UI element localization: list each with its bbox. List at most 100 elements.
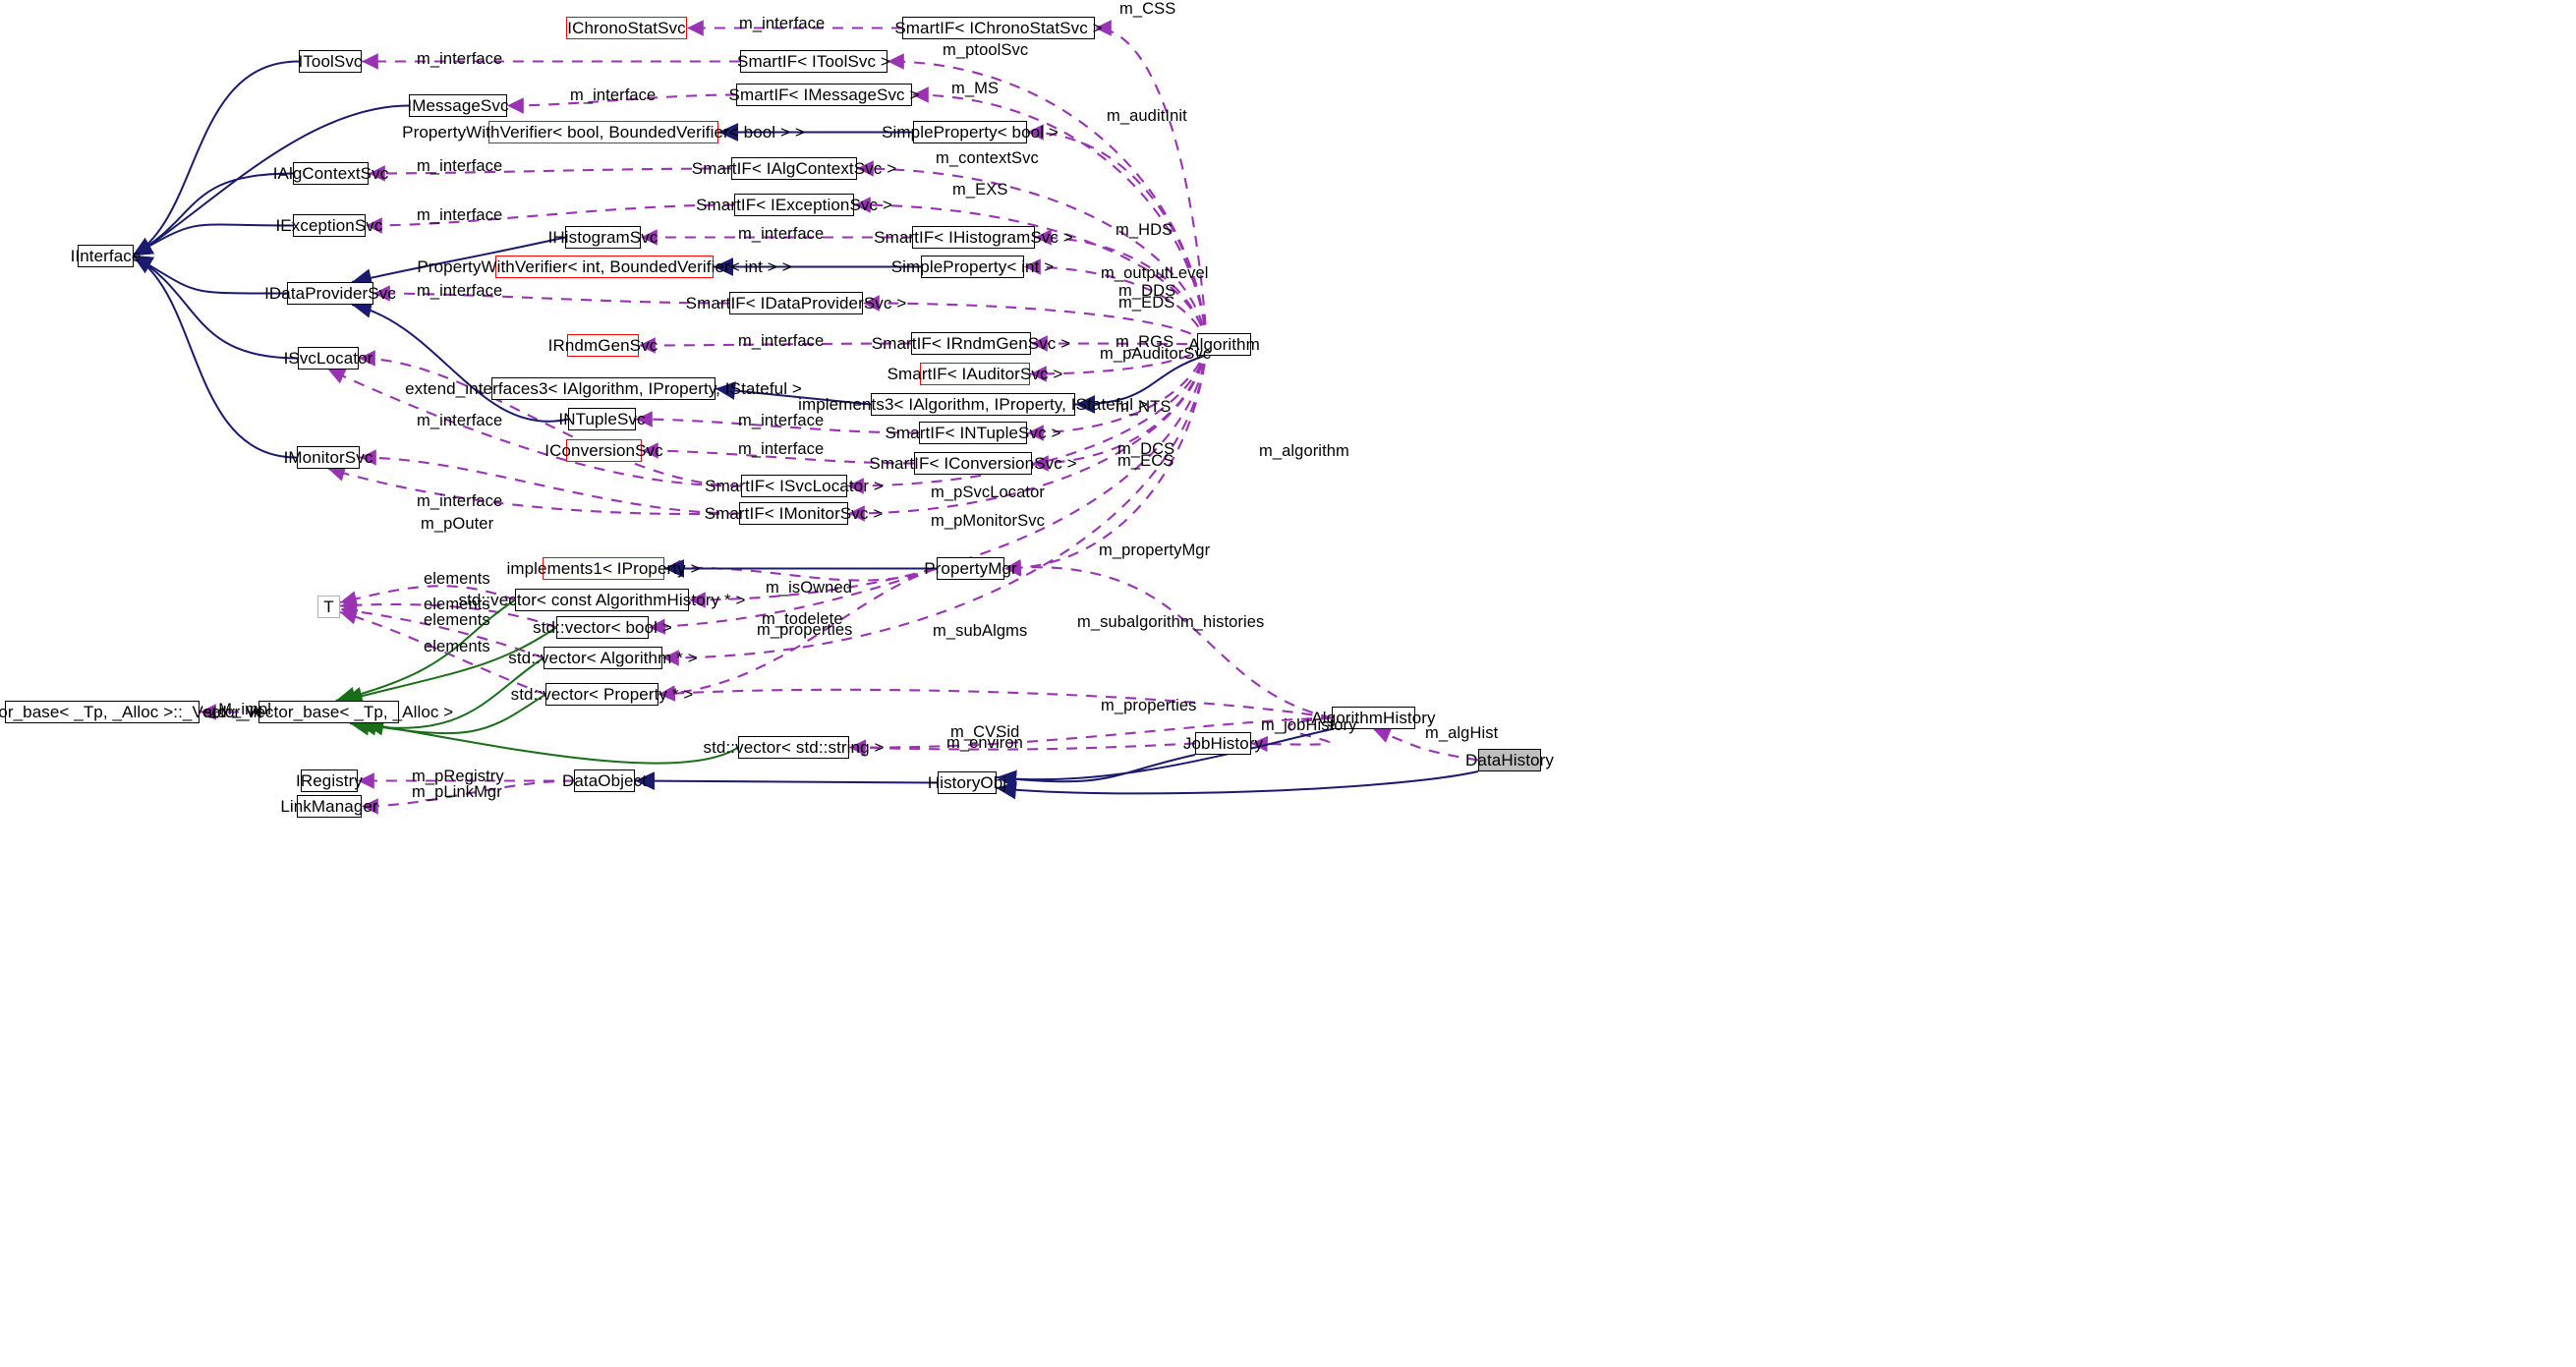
class-node-ialgcontextsvc[interactable]: IAlgContextSvc <box>272 162 389 185</box>
class-node-propertymgr[interactable]: PropertyMgr <box>924 557 1017 580</box>
class-node-propertywithverifier-bool[interactable]: PropertyWithVerifier< bool, BoundedVerif… <box>402 121 805 143</box>
edge-label-m-interface: m_interface <box>739 15 826 32</box>
edge-label-m-subalgms: m_subAlgms <box>933 622 1028 640</box>
class-node-vector-bool[interactable]: std::vector< bool > <box>533 616 672 639</box>
class-node-vector-algorithm[interactable]: std::vector< Algorithm * > <box>508 647 698 669</box>
edge-label-m-css: m_CSS <box>1119 0 1176 18</box>
class-node-smartif-irndmgensvc[interactable]: SmartIF< IRndmGenSvc > <box>871 332 1071 355</box>
class-node-smartif-idataprovidersvc[interactable]: SmartIF< IDataProviderSvc > <box>685 292 907 314</box>
edge-label-m-pauditorsvc: m_pAuditorSvc <box>1100 345 1212 363</box>
edge-label-m-ecs: m_ECS <box>1117 452 1174 470</box>
edge-label-m-exs: m_EXS <box>952 181 1008 199</box>
edge-label-m-psvclocator: m_pSvcLocator <box>931 484 1045 501</box>
class-node-imonitorsvc[interactable]: IMonitorSvc <box>283 446 373 469</box>
class-node-ichronostatsvc[interactable]: IChronoStatSvc <box>566 17 687 39</box>
edge-label-m-hds: m_HDS <box>1116 221 1174 239</box>
edge-label-m-auditinit: m_auditInit <box>1107 107 1187 125</box>
edge-label-m-properties: m_properties <box>1101 697 1197 714</box>
edge-label-m-interface: m_interface <box>417 50 503 68</box>
edge-label-m-subalgorithm-histories: m_subalgorithm_histories <box>1077 613 1265 631</box>
class-node-implements3[interactable]: implements3< IAlgorithm, IProperty, ISta… <box>798 393 1148 416</box>
edge-label-m-interface: m_interface <box>738 440 825 458</box>
class-node-jobhistory[interactable]: JobHistory <box>1182 732 1264 755</box>
class-node-iexceptionsvc[interactable]: IExceptionSvc <box>275 214 383 237</box>
edge-label-m-interface: m_interface <box>417 282 503 300</box>
class-node-vector-base-vector-impl[interactable]: std::_Vector_base< _Tp, _Alloc >::_Vecto… <box>0 701 281 723</box>
edge-label-elements: elements <box>424 570 490 588</box>
class-node-datahistory[interactable]: DataHistory <box>1465 749 1554 771</box>
edge-label-m-alghist: m_algHist <box>1425 724 1499 742</box>
class-node-simpleproperty-bool[interactable]: SimpleProperty< bool > <box>882 121 1059 143</box>
class-node-smartif-intuplesvc[interactable]: SmartIF< INTupleSvc > <box>885 422 1061 444</box>
edge-label-m-dcs: m_DCS <box>1117 440 1175 458</box>
edge-label-m-plinkmgr: m_pLinkMgr <box>412 783 502 801</box>
edge-label-m-cvsid: m_CVSid <box>950 723 1020 741</box>
edge-label-m-rgs: m_RGS <box>1116 333 1174 351</box>
edge-label-m-interface: m_interface <box>417 206 503 224</box>
edge-label-m-environ: m_environ <box>946 734 1023 752</box>
class-node-linkmanager[interactable]: LinkManager <box>280 795 378 818</box>
edge-label-m-pmonitorsvc: m_pMonitorSvc <box>931 512 1045 530</box>
edge-label-m-isowned: m_isOwned <box>766 579 853 597</box>
edge-label-m-propertymgr: m_propertyMgr <box>1099 541 1211 559</box>
class-node-vector-string[interactable]: std::vector< std::string > <box>703 736 885 759</box>
class-node-intuplesvc[interactable]: INTupleSvc <box>558 408 646 430</box>
class-node-dataobject[interactable]: DataObject <box>561 769 648 792</box>
class-node-smartif-itoolsvc[interactable]: SmartIF< IToolSvc > <box>737 50 890 73</box>
class-node-simpleproperty-int[interactable]: SimpleProperty< int > <box>890 256 1055 278</box>
class-node-smartif-iauditorsvc[interactable]: SmartIF< IAuditorSvc > <box>887 363 1063 385</box>
edge-label-m-interface: m_interface <box>738 332 825 350</box>
edge-label-m-interface: m_interface <box>417 492 503 510</box>
edge-label-m-interface: m_interface <box>417 412 503 429</box>
class-node-vector-base[interactable]: std::_Vector_base< _Tp, _Alloc > <box>203 701 454 723</box>
class-node-smartif-iconversionsvc[interactable]: SmartIF< IConversionSvc > <box>869 452 1077 475</box>
class-node-implements1-iproperty[interactable]: implements1< IProperty > <box>506 557 701 580</box>
edge-label-m-pregistry: m_pRegistry <box>412 768 504 785</box>
class-node-isvclocator[interactable]: ISvcLocator <box>283 347 373 370</box>
edge-label-m-contextsvc: m_contextSvc <box>936 149 1039 167</box>
edge-label-elements: elements <box>424 638 490 655</box>
edge-label-m-interface: m_interface <box>738 412 825 429</box>
class-node-vector-const-algorithmhistory[interactable]: std::vector< const AlgorithmHistory * > <box>458 589 746 611</box>
edge-label-m-ms: m_MS <box>951 80 1000 97</box>
class-node-extend-interfaces3[interactable]: extend_interfaces3< IAlgorithm, IPropert… <box>405 377 802 400</box>
class-node-vector-property[interactable]: std::vector< Property * > <box>510 683 694 706</box>
edge-label-m-eds: m_EDS <box>1118 294 1175 312</box>
class-node-algorithmhistory[interactable]: AlgorithmHistory <box>1311 707 1436 729</box>
edge-label-m-todelete: m_todelete <box>762 610 843 628</box>
class-node-smartif-isvclocator[interactable]: SmartIF< ISvcLocator > <box>705 475 884 497</box>
class-node-smartif-ihistogramsvc[interactable]: SmartIF< IHistogramSvc > <box>874 226 1073 249</box>
class-node-iregistry[interactable]: IRegistry <box>296 769 363 792</box>
edge-label-m-ptoolsvc: m_ptoolSvc <box>943 41 1029 59</box>
class-node-idataprovidersvc[interactable]: IDataProviderSvc <box>264 282 396 305</box>
edge-label-m-dds: m_DDS <box>1118 282 1176 300</box>
class-node-itoolsvc[interactable]: IToolSvc <box>298 50 363 73</box>
class-node-t[interactable]: T <box>317 596 340 618</box>
class-node-smartif-imessagesvc[interactable]: SmartIF< IMessageSvc > <box>728 84 920 106</box>
edge-label-m-jobhistory: m_jobHistory <box>1261 716 1357 734</box>
class-node-iinterface[interactable]: IInterface <box>70 245 142 267</box>
edge-label-m-algorithm: m_algorithm <box>1259 442 1349 460</box>
class-node-propertywithverifier-int[interactable]: PropertyWithVerifier< int, BoundedVerifi… <box>417 256 792 278</box>
edge-label-m-nts: m_NTS <box>1116 398 1172 416</box>
edge-label-m-interface: m_interface <box>570 86 657 104</box>
edge-label-m-properties: m_properties <box>757 621 853 639</box>
class-node-smartif-imonitorsvc[interactable]: SmartIF< IMonitorSvc > <box>704 502 884 525</box>
class-node-imessagesvc[interactable]: IMessageSvc <box>407 94 509 117</box>
edge-label-elements: elements <box>424 596 490 613</box>
class-node-irndmgensvc[interactable]: IRndmGenSvc <box>547 334 658 357</box>
edge-label-m-impl: _M_impl <box>209 701 272 718</box>
class-node-ihistogramsvc[interactable]: IHistogramSvc <box>547 226 658 249</box>
class-node-historyobj[interactable]: HistoryObj <box>927 771 1007 794</box>
class-node-smartif-ialgcontextsvc[interactable]: SmartIF< IAlgContextSvc > <box>691 157 897 180</box>
edge-label-m-outputlevel: m_outputLevel <box>1101 264 1209 282</box>
edge-label-elements: elements <box>424 611 490 629</box>
class-node-iconversionsvc[interactable]: IConversionSvc <box>544 439 663 462</box>
class-node-smartif-ichronostatsvc[interactable]: SmartIF< IChronoStatSvc > <box>894 17 1103 39</box>
class-node-algorithm[interactable]: Algorithm <box>1188 333 1260 356</box>
edge-label-m-interface: m_interface <box>417 157 503 175</box>
class-node-smartif-iexceptionsvc[interactable]: SmartIF< IExceptionSvc > <box>696 194 892 216</box>
edge-label-m-interface: m_interface <box>738 225 825 243</box>
